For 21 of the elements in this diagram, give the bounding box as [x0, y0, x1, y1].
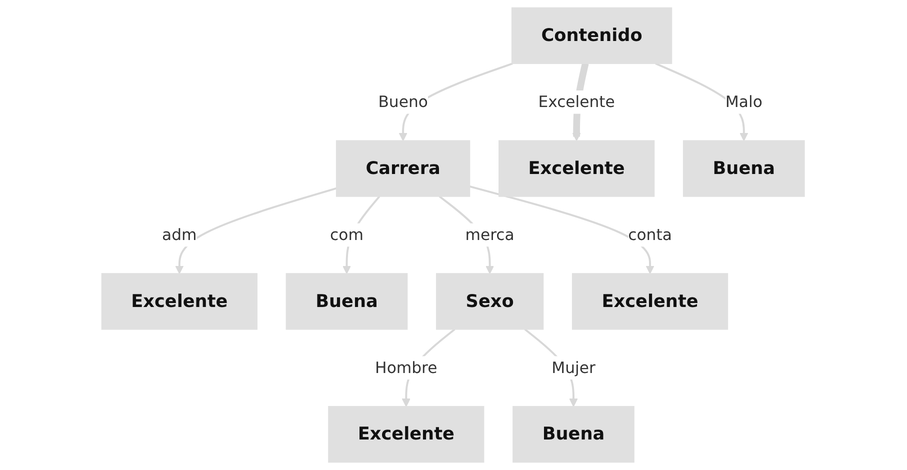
node-box: Excelente — [328, 406, 485, 463]
edge-label: Hombre — [375, 358, 438, 377]
node-box: Contenido — [512, 7, 673, 64]
edge-label: Mujer — [552, 358, 596, 377]
node-box: Excelente — [572, 273, 729, 330]
edge-label: conta — [628, 225, 672, 244]
node-box: Buena — [683, 140, 806, 197]
arrow — [470, 186, 655, 274]
edge-label: com — [330, 225, 364, 244]
edge-label: adm — [162, 225, 198, 244]
node-box: Excelente — [102, 273, 258, 330]
edge-label: Malo — [726, 92, 763, 111]
node-box: Buena — [512, 406, 635, 463]
edge-label: Bueno — [378, 92, 428, 111]
node-box: Carrera — [336, 140, 471, 197]
arrow — [176, 187, 338, 274]
edge-label: Excelente — [538, 92, 616, 111]
node-box: Buena — [286, 273, 408, 330]
node-box: Sexo — [436, 273, 544, 330]
edge-label: merca — [466, 225, 515, 244]
node-box: Excelente — [498, 140, 656, 197]
